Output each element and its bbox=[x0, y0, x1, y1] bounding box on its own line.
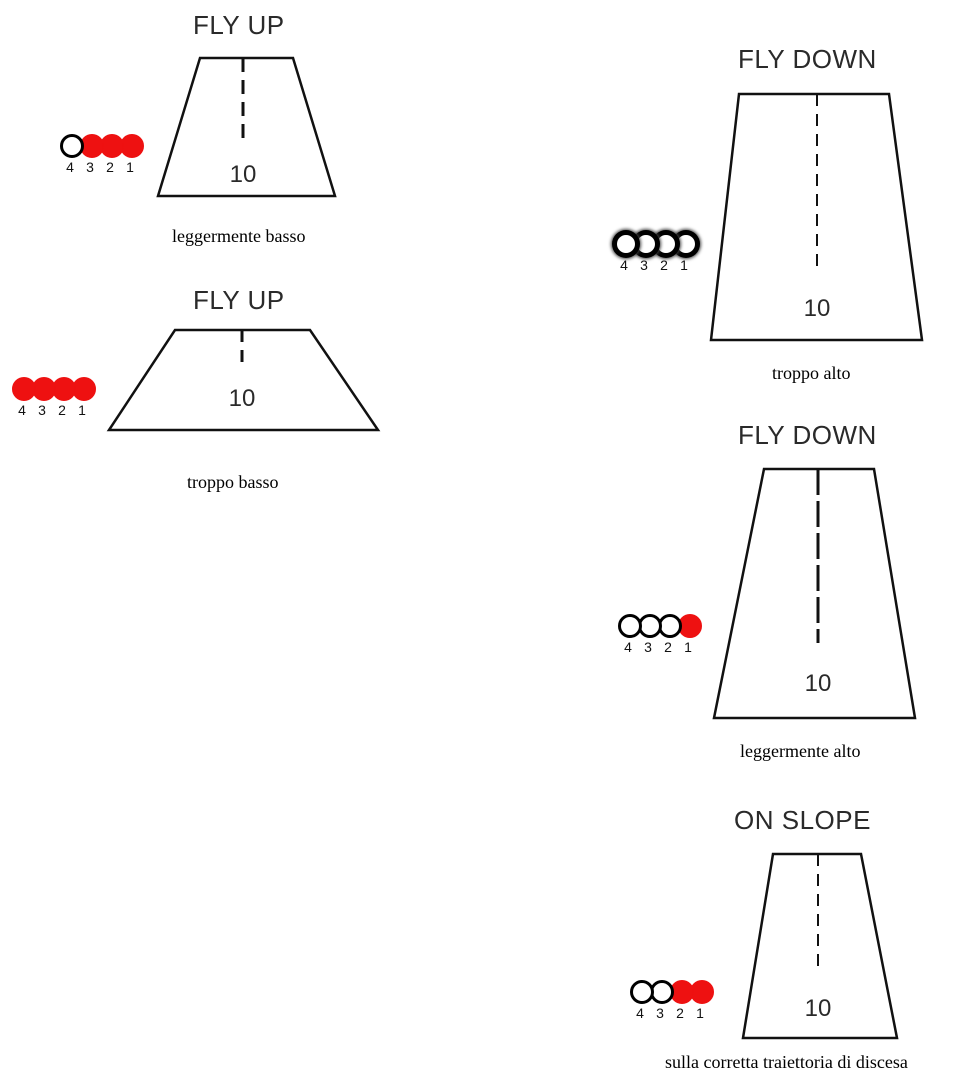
papi-light-number: 1 bbox=[680, 257, 688, 273]
runway-number: 10 bbox=[229, 385, 256, 412]
papi-light-white bbox=[634, 232, 658, 256]
papi-light-red bbox=[12, 377, 36, 401]
runway-trapezoid: 10 bbox=[741, 852, 899, 1040]
panel-title: FLY DOWN bbox=[738, 44, 877, 74]
papi-light-row bbox=[618, 614, 702, 638]
panel-title: ON SLOPE bbox=[734, 805, 871, 835]
panel-caption: leggermente alto bbox=[740, 741, 861, 761]
papi-light-number: 2 bbox=[106, 159, 114, 175]
panel-title: FLY DOWN bbox=[738, 420, 877, 450]
papi-light-white bbox=[674, 232, 698, 256]
runway-number: 10 bbox=[804, 295, 831, 322]
papi-light-number: 3 bbox=[86, 159, 94, 175]
papi-light-number: 3 bbox=[640, 257, 648, 273]
panel-title: FLY UP bbox=[193, 285, 285, 315]
papi-light-number: 4 bbox=[636, 1005, 644, 1021]
papi-light-row bbox=[614, 232, 698, 256]
runway-number: 10 bbox=[805, 670, 832, 697]
panel-caption: troppo basso bbox=[187, 472, 279, 492]
papi-light-number: 3 bbox=[656, 1005, 664, 1021]
papi-light-number: 1 bbox=[696, 1005, 704, 1021]
panel-caption: sulla corretta traiettoria di discesa bbox=[665, 1052, 908, 1072]
panel-caption: troppo alto bbox=[772, 363, 851, 383]
papi-light-number: 4 bbox=[18, 402, 26, 418]
runway-trapezoid: 10 bbox=[709, 92, 924, 342]
runway-number: 10 bbox=[230, 161, 257, 188]
papi-light-red bbox=[80, 134, 104, 158]
papi-light-number: 2 bbox=[58, 402, 66, 418]
papi-light-white bbox=[630, 980, 654, 1004]
papi-light-number: 1 bbox=[126, 159, 134, 175]
runway-trapezoid: 10 bbox=[106, 328, 381, 432]
papi-light-white bbox=[618, 614, 642, 638]
papi-light-number: 1 bbox=[684, 639, 692, 655]
papi-light-row bbox=[12, 377, 96, 401]
panel-title: FLY UP bbox=[193, 10, 285, 40]
papi-light-number: 4 bbox=[66, 159, 74, 175]
papi-light-number: 2 bbox=[660, 257, 668, 273]
papi-light-red bbox=[100, 134, 124, 158]
papi-light-number: 1 bbox=[78, 402, 86, 418]
papi-light-row bbox=[60, 134, 144, 158]
papi-light-number: 3 bbox=[644, 639, 652, 655]
panel-caption: leggermente basso bbox=[172, 226, 306, 246]
papi-light-number: 4 bbox=[620, 257, 628, 273]
runway-trapezoid: 10 bbox=[156, 56, 337, 198]
runway-number: 10 bbox=[805, 995, 832, 1022]
papi-light-number: 2 bbox=[664, 639, 672, 655]
papi-light-number: 4 bbox=[624, 639, 632, 655]
papi-light-white bbox=[614, 232, 638, 256]
papi-light-white bbox=[60, 134, 84, 158]
papi-light-row bbox=[630, 980, 714, 1004]
runway-trapezoid: 10 bbox=[712, 467, 917, 720]
papi-light-number: 3 bbox=[38, 402, 46, 418]
papi-light-number: 2 bbox=[676, 1005, 684, 1021]
